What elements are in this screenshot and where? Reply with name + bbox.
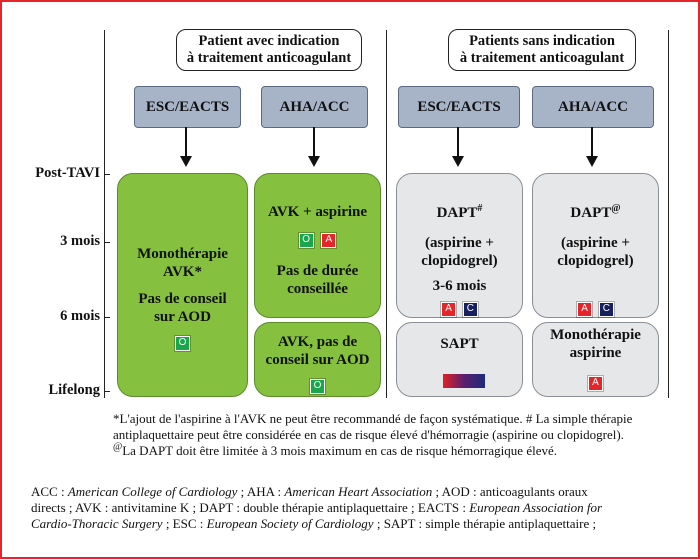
mono-avk-note: Pas de conseil sur AOD (118, 290, 247, 326)
org-label: AHA/ACC (279, 98, 350, 115)
oral-anticoagulant-badge: O (298, 232, 314, 248)
header-left-line2: à traitement anticoagulant (186, 50, 352, 66)
arrow-down-icon (586, 156, 598, 167)
org-label: AHA/ACC (558, 98, 628, 115)
section-divider (386, 30, 387, 398)
timeline-axis (104, 30, 105, 398)
time-6-months: 6 mois (60, 308, 100, 324)
box-avk-pas-de-conseil: AVK, pas de conseil sur AOD O (254, 322, 381, 397)
aspirin-badge: A (321, 232, 337, 248)
dapt-esc-title: DAPT# (397, 204, 522, 222)
time-tick (104, 174, 110, 175)
time-lifelong: Lifelong (48, 382, 100, 398)
dapt-aha-line1: (aspirine + (561, 235, 630, 251)
avk-aspirine-line2: Pas de durée (276, 263, 359, 279)
time-3-months: 3 mois (60, 233, 100, 249)
org-label: ESC/EACTS (417, 98, 501, 115)
header-left-line1: Patient avec indication (198, 33, 340, 49)
dapt-esc-line2: clopidogrel) (421, 253, 498, 269)
mono-avk-line1: Monothérapie (137, 246, 228, 262)
arrow-shaft (457, 127, 459, 157)
clopidogrel-badge: C (598, 301, 614, 317)
box-avk-aspirine: AVK + aspirine O A Pas de durée conseill… (254, 173, 381, 318)
oral-anticoagulant-badge: O (175, 335, 190, 351)
footnote-line3-text: La DAPT doit être limitée à 3 mois maxim… (122, 443, 557, 458)
box-sapt: SAPT (396, 322, 523, 397)
legend-line3: Cardio-Thoracic Surgery ; ESC : European… (31, 516, 597, 531)
arrow-down-icon (452, 156, 464, 167)
header-without-anticoagulant: Patients sans indication à traitement an… (448, 29, 636, 71)
arrow-down-icon (180, 156, 192, 167)
sapt-title: SAPT (440, 336, 479, 352)
footnote-sup: @ (113, 441, 123, 453)
org-aha-acc-left: AHA/ACC (261, 86, 368, 128)
avk-aspirine-line3: conseillée (287, 281, 348, 297)
footnote-line1: *L'ajout de l'aspirine à l'AVK ne peut ê… (113, 411, 633, 426)
arrow-shaft (185, 127, 187, 157)
dapt-aha-sup: @ (611, 203, 621, 214)
dapt-esc-title-text: DAPT (436, 205, 478, 221)
box-dapt-esc: DAPT# (aspirine + clopidogrel) 3-6 mois … (396, 173, 523, 318)
footnotes: *L'ajout de l'aspirine à l'AVK ne peut ê… (113, 411, 693, 459)
mono-avk-line2: AVK* (163, 264, 202, 280)
arrow-shaft (313, 127, 315, 157)
avk-aod-line2: conseil sur AOD (265, 352, 370, 368)
legend-line1: ACC : American College of Cardiology ; A… (31, 484, 588, 499)
dapt-esc-sup: # (477, 203, 483, 214)
abbreviations-legend: ACC : American College of Cardiology ; A… (31, 484, 691, 532)
aspirin-badge: A (577, 301, 593, 317)
aspirin-badge: A (441, 301, 457, 317)
legend-line2: directs ; AVK : antivitamine K ; DAPT : … (31, 500, 603, 515)
mono-aspirine-line2: aspirine (569, 345, 622, 361)
clopidogrel-badge: C (462, 301, 478, 317)
org-esc-eacts-right: ESC/EACTS (398, 86, 520, 128)
mono-aspirine-line1: Monothérapie (550, 327, 641, 343)
org-label: ESC/EACTS (145, 98, 230, 115)
dapt-esc-duration: 3-6 mois (432, 278, 487, 294)
mono-avk-line4: sur AOD (154, 309, 211, 325)
aspirin-or-clopidogrel-gradient (443, 374, 485, 388)
arrow-down-icon (308, 156, 320, 167)
dapt-aha-title: DAPT@ (533, 204, 658, 222)
time-post-tavi: Post-TAVI (35, 165, 100, 181)
dapt-aha-line2: clopidogrel) (557, 253, 634, 269)
box-monotherapie-avk: Monothérapie AVK* Pas de conseil sur AOD… (117, 173, 248, 397)
header-right-line2: à traitement anticoagulant (459, 50, 625, 66)
arrow-shaft (591, 127, 593, 157)
right-border-line (668, 30, 669, 398)
org-aha-acc-right: AHA/ACC (532, 86, 654, 128)
avk-aod-line1: AVK, pas de (277, 334, 358, 350)
time-tick (104, 317, 110, 318)
box-dapt-aha: DAPT@ (aspirine + clopidogrel) A C (532, 173, 659, 318)
time-tick (104, 242, 110, 243)
footnote-line3: @La DAPT doit être limitée à 3 mois maxi… (113, 441, 693, 459)
dapt-esc-line1: (aspirine + (425, 235, 494, 251)
box-monotherapie-aspirine: Monothérapie aspirine A (532, 322, 659, 397)
aspirin-badge: A (588, 375, 603, 391)
header-right-line1: Patients sans indication (469, 33, 615, 49)
dapt-aha-title-text: DAPT (570, 205, 612, 221)
avk-aspirine-title: AVK + aspirine (267, 204, 368, 220)
mono-avk-title: Monothérapie AVK* (118, 245, 247, 281)
oral-anticoagulant-badge: O (310, 378, 325, 394)
header-with-anticoagulant: Patient avec indication à traitement ant… (176, 29, 362, 71)
org-esc-eacts-left: ESC/EACTS (134, 86, 241, 128)
mono-avk-line3: Pas de conseil (138, 291, 227, 307)
footnote-line2: antiplaquettaire peut être considérée en… (113, 427, 624, 442)
time-tick (104, 391, 110, 392)
